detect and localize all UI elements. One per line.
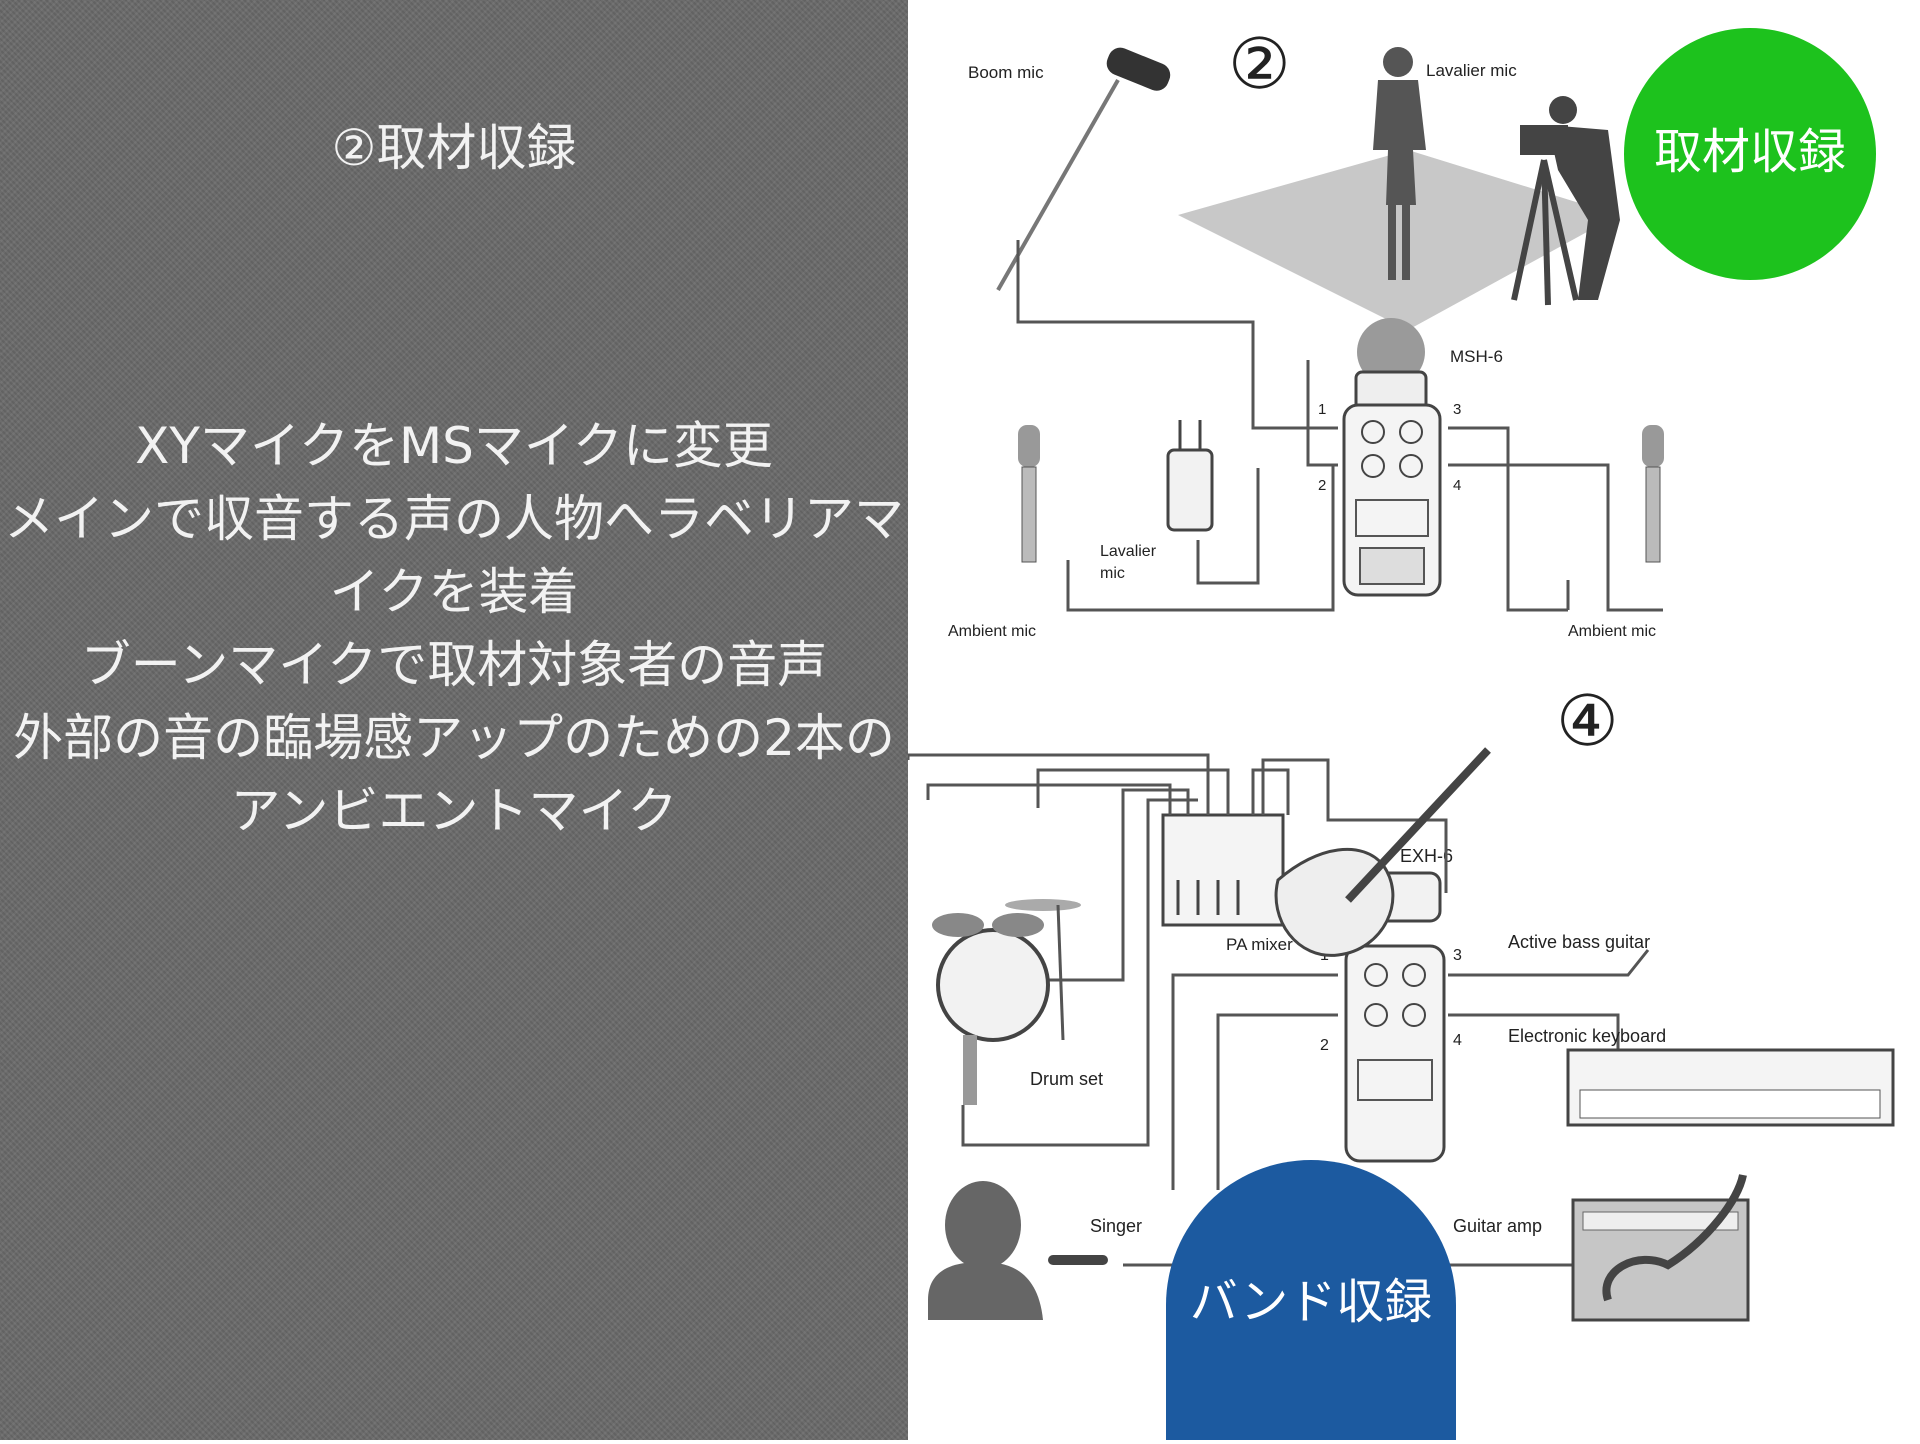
label-lavalier-line1: Lavalier [1100, 543, 1157, 560]
left-text-panel: ②取材収録 XYマイクをMSマイクに変更 メインで収音する声の人物へラベリアマ … [0, 0, 908, 1440]
slide-body: XYマイクをMSマイクに変更 メインで収音する声の人物へラベリアマ イクを装着 … [0, 410, 908, 848]
slide-title: ②取材収録 [331, 119, 577, 177]
badge-interview-label: 取材収録 [1653, 124, 1846, 180]
label-b-input-3: 3 [1453, 947, 1462, 964]
diagram-panel: Boom mic ② Lavalier mic MSH-6 1 2 3 4 [906, 0, 1920, 1440]
singer-silhouette-icon [928, 1181, 1108, 1320]
marker-4: ④ [1556, 682, 1619, 760]
cables-top [1016, 240, 1663, 612]
label-pa-mixer: PA mixer [1226, 935, 1293, 954]
badge-band [1166, 1160, 1456, 1440]
label-input-1: 1 [1318, 401, 1326, 418]
bass-guitar-icon [1274, 747, 1491, 957]
label-ambient-right: Ambient mic [1568, 623, 1656, 640]
msh6-recorder [1342, 318, 1442, 597]
lavalier-transmitter-icon [1166, 420, 1214, 532]
body-line: メインで収音する声の人物へラベリアマ [4, 490, 904, 548]
drum-set-icon [932, 899, 1081, 1105]
label-ambient-left: Ambient mic [948, 623, 1036, 640]
label-keyboard: Electronic keyboard [1508, 1026, 1666, 1046]
body-line: 外部の音の臨場感アップのための2本の [13, 709, 895, 767]
label-input-3: 3 [1453, 401, 1461, 418]
label-guitar-amp: Guitar amp [1453, 1216, 1542, 1236]
body-line: XYマイクをMSマイクに変更 [135, 417, 773, 475]
ambient-mic-right-icon [1642, 425, 1664, 563]
body-line: イクを装着 [329, 563, 579, 621]
body-line: アンビエントマイク [230, 782, 678, 840]
label-input-4: 4 [1453, 477, 1461, 494]
label-singer: Singer [1090, 1216, 1142, 1236]
presenter-silhouette-icon [1373, 47, 1426, 280]
label-b-input-4: 4 [1453, 1032, 1462, 1049]
pickup-area [1178, 150, 1618, 330]
label-b-input-2: 2 [1320, 1037, 1329, 1054]
keyboard-icon [1566, 1048, 1895, 1127]
camera-operator-icon [1511, 96, 1620, 306]
ambient-mic-left-icon [1018, 425, 1040, 563]
body-line: ブーンマイクで取材対象者の音声 [80, 636, 828, 694]
label-boom-mic: Boom mic [968, 63, 1044, 82]
guitar-amp-icon [1571, 1174, 1750, 1322]
marker-2: ② [1228, 25, 1291, 103]
pa-mixer [1161, 813, 1285, 927]
label-lavalier-mic-top: Lavalier mic [1426, 61, 1517, 80]
badge-interview [1624, 28, 1876, 280]
label-exh6: EXH-6 [1400, 846, 1453, 866]
label-active-bass: Active bass guitar [1508, 932, 1650, 952]
label-lavalier-line2: mic [1100, 565, 1125, 582]
label-drum-set: Drum set [1030, 1069, 1103, 1089]
label-input-2: 2 [1318, 477, 1326, 494]
label-msh6: MSH-6 [1450, 347, 1503, 366]
badge-band-label: バンド収録 [1189, 1274, 1433, 1330]
